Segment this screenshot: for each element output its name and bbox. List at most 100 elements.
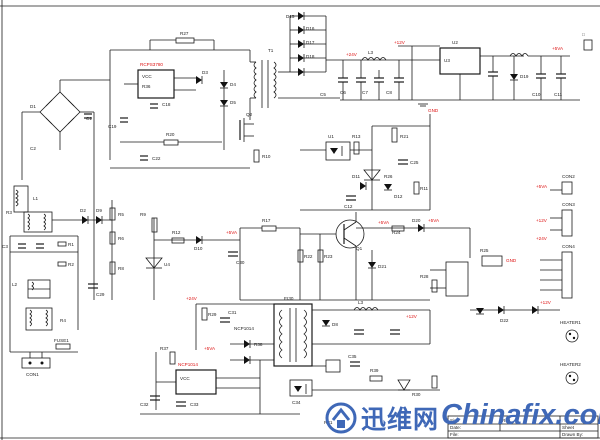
bridge-rectifier (39, 91, 81, 133)
l1-choke (13, 185, 29, 213)
heater2-symbol (565, 371, 579, 385)
label-5va-mid: +5VA (378, 220, 390, 225)
corner-mark: □ (582, 32, 585, 37)
label-d19: D19 (520, 74, 529, 79)
label-r6: R6 (118, 236, 124, 241)
output-filter-top: L3 C5 C6 C7 C8 +24V +12V U2 U3 D19 C10 C… (320, 32, 593, 107)
label-12v-br: +12V (540, 300, 552, 305)
watermark-chinese: 迅维网 (361, 406, 440, 434)
label-d11: D11 (352, 174, 361, 179)
label-con4: CON4 (562, 244, 575, 249)
ic-block (445, 261, 469, 297)
label-fuse1: FUSE1 (54, 338, 69, 343)
label-d20: D20 (412, 218, 421, 223)
label-r13: R13 (352, 134, 361, 139)
label-con3: CON3 (562, 202, 575, 207)
label-c32: C32 (140, 402, 149, 407)
label-q2: Q2 (246, 112, 253, 117)
transformer-t1: T1 D15 D16 D17 D18 (249, 12, 340, 120)
label-t2: EI30 (284, 296, 294, 301)
label-r38: R38 (254, 342, 263, 347)
label-u4: U4 (164, 262, 170, 267)
label-24v-top: +24V (346, 52, 358, 57)
label-c7: C7 (362, 90, 368, 95)
label-con2: CON2 (562, 174, 575, 179)
title-file: File: (450, 432, 459, 437)
transistor-q1 (335, 219, 365, 249)
label-gnd: GND (428, 108, 439, 113)
opto-u1 (325, 141, 351, 161)
chinafix-logo-icon (325, 402, 357, 434)
label-r20: R20 (166, 132, 175, 137)
label-c18: C18 (162, 102, 171, 107)
ic1-pin-vcc: VCC (142, 74, 152, 79)
label-c1: C1 (86, 116, 92, 121)
label-d10: D10 (194, 246, 203, 251)
label-l1: L1 (33, 196, 39, 201)
label-d22-low: D8 (332, 322, 338, 327)
label-c22: C22 (152, 156, 161, 161)
label-12v-top: +12V (394, 40, 406, 45)
label-d3: D3 (202, 70, 208, 75)
label-c35: C35 (348, 354, 357, 359)
label-r29: R29 (208, 312, 217, 317)
label-d17: D17 (306, 40, 315, 45)
label-12v-con: +12V (536, 218, 548, 223)
label-r21: R21 (400, 134, 409, 139)
label-con1: CON1 (26, 372, 39, 377)
label-c31: C31 (228, 310, 237, 315)
con2 (561, 181, 573, 195)
r20 (163, 139, 179, 146)
label-c25: C25 (410, 160, 419, 165)
title-date: Date: (450, 425, 461, 430)
u2-part: U3 (444, 58, 450, 63)
label-d21: D21 (378, 264, 387, 269)
standby-section: R5 R6 R8 C29 U4 R9 D10 +5VA R12 C30 R17 … (88, 200, 471, 301)
label-r28: R28 (420, 274, 429, 279)
label-l3-low: L3 (358, 300, 364, 305)
label-t1: T1 (268, 48, 274, 53)
title-block: Size Rev Date: Sheet File: Drawn By: (447, 415, 599, 439)
label-c10: C10 (532, 92, 541, 97)
label-r9: R9 (140, 212, 146, 217)
label-l3: L3 (368, 50, 374, 55)
label-c12: C12 (344, 204, 353, 209)
primary-controller: R27 RCPS3780 VCC R36 C19 C18 R20 C22 D3 … (108, 31, 271, 169)
label-heater1: HEATER1 (560, 320, 581, 325)
label-ic1: RCPS3780 (140, 62, 163, 67)
label-r12: R12 (172, 230, 181, 235)
label-r27: R27 (180, 31, 189, 36)
opto-lower (325, 359, 341, 373)
label-r2: R2 (68, 262, 74, 267)
ic3-controller (175, 369, 217, 395)
label-5va-top: +5VA (552, 46, 564, 51)
label-c19: C19 (108, 124, 117, 129)
label-12v-low: +12V (406, 314, 418, 319)
label-heater2: HEATER2 (560, 362, 581, 367)
label-r26: R26 (384, 174, 393, 179)
label-24v-low: +24V (186, 296, 198, 301)
label-d1: D1 (30, 104, 36, 109)
label-ic3: NCP1014 (178, 362, 198, 367)
transformer-t2 (273, 303, 313, 367)
title-drawn: Drawn By: (562, 432, 583, 437)
r27 (175, 37, 195, 44)
label-r25: R25 (480, 248, 489, 253)
label-r37: R37 (160, 346, 169, 351)
title-size: Size (450, 418, 459, 423)
label-d15: D15 (286, 14, 295, 19)
label-c30: C30 (236, 260, 245, 265)
label-r3: R3 (6, 210, 12, 215)
label-u2: U2 (452, 40, 458, 45)
label-c34: C34 (292, 400, 301, 405)
label-c33: C33 (190, 402, 199, 407)
watermark: 迅维网 Chinafix.com (323, 396, 600, 440)
label-24v-con: +24V (536, 236, 548, 241)
label-5v-mid: +5VA (226, 230, 238, 235)
input-section: D1 C1 C2 L1 R3 D2 D9 C3 (2, 79, 112, 377)
label-d18: D18 (306, 54, 315, 59)
label-u1: U1 (328, 134, 334, 139)
heater1-symbol (565, 329, 579, 343)
con3 (561, 209, 573, 237)
